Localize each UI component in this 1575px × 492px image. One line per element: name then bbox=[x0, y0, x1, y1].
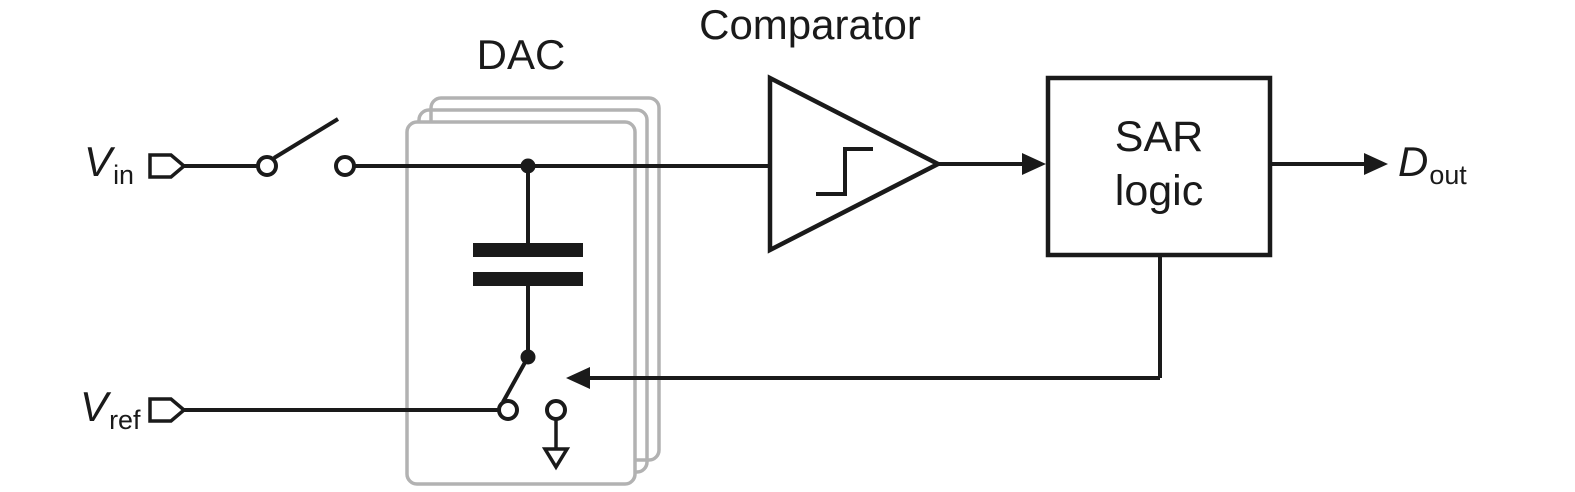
vin-label: Vin bbox=[84, 138, 134, 189]
sar-logic-label-line1: SAR bbox=[1114, 113, 1204, 161]
vref-label-sub: ref bbox=[109, 404, 141, 435]
vref-label: Vref bbox=[80, 383, 140, 434]
capacitor-top-plate bbox=[473, 243, 583, 257]
feedback-wire bbox=[586, 255, 1162, 380]
comparator-step-icon bbox=[816, 147, 873, 196]
sar-logic-box bbox=[1045, 75, 1273, 258]
comparator-label: Comparator bbox=[699, 1, 921, 48]
sar-logic-label-line2: logic bbox=[1114, 167, 1204, 215]
dac-label: DAC bbox=[476, 31, 566, 78]
reference-switch-contact-vref bbox=[497, 399, 519, 421]
reference-switch-contact-gnd bbox=[545, 399, 567, 421]
sampling-switch-contact-right bbox=[334, 155, 356, 177]
dac-layer-front-icon bbox=[405, 120, 637, 486]
capacitor-bottom-plate bbox=[473, 272, 583, 286]
reference-switch-lever bbox=[501, 356, 530, 403]
sar-logic-label: SAR logic bbox=[1048, 110, 1270, 218]
ground-icon bbox=[541, 419, 571, 471]
vref-terminal-icon bbox=[148, 397, 187, 423]
vin-label-main: V bbox=[84, 138, 113, 185]
vref-label-main: V bbox=[80, 383, 109, 430]
dout-label-main: D bbox=[1398, 138, 1429, 185]
junction-dot-top bbox=[520, 158, 536, 174]
sampling-switch-icon bbox=[256, 117, 356, 177]
sar-input-arrowhead-icon bbox=[1022, 153, 1046, 175]
vin-terminal-icon bbox=[148, 153, 187, 179]
output-arrowhead-icon bbox=[1364, 153, 1388, 175]
dout-label-sub: out bbox=[1429, 159, 1467, 190]
dac-stack bbox=[405, 96, 661, 486]
dout-label: Dout bbox=[1398, 138, 1467, 189]
solid-marks bbox=[473, 153, 1388, 389]
ground-arrow bbox=[541, 447, 571, 471]
wires bbox=[148, 74, 1366, 471]
sampling-switch-contact-left bbox=[256, 155, 278, 177]
feedback-arrowhead-icon bbox=[566, 367, 590, 389]
junction-dot-bottom bbox=[520, 349, 536, 365]
sampling-switch-lever bbox=[272, 117, 340, 160]
vin-label-sub: in bbox=[113, 159, 134, 190]
comparator-triangle-icon bbox=[767, 74, 943, 254]
